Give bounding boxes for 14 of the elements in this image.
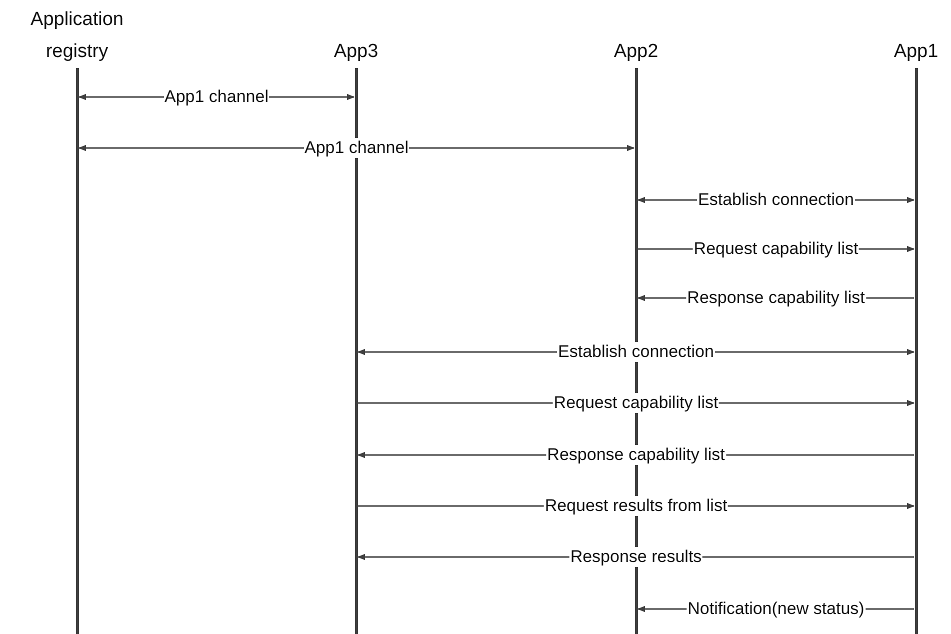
lifeline-title: App3: [334, 40, 378, 64]
lifeline-title: App2: [614, 40, 658, 64]
edge-label: App1 channel: [164, 87, 270, 107]
edge-label: Establish connection: [557, 342, 715, 362]
edge-label: Response capability list: [686, 288, 866, 308]
edge-label: Notification(new status): [686, 599, 866, 619]
lifeline-title: App1: [894, 40, 938, 64]
edge-label: Response capability list: [546, 445, 726, 465]
edge-label: App1 channel: [304, 138, 410, 158]
edge-label: Response results: [569, 547, 703, 567]
lifeline-title: Application registry: [30, 8, 124, 64]
edge-label: Request results from list: [544, 496, 728, 516]
edge-label: Request capability list: [552, 393, 720, 413]
edge-label: Request capability list: [692, 239, 860, 259]
